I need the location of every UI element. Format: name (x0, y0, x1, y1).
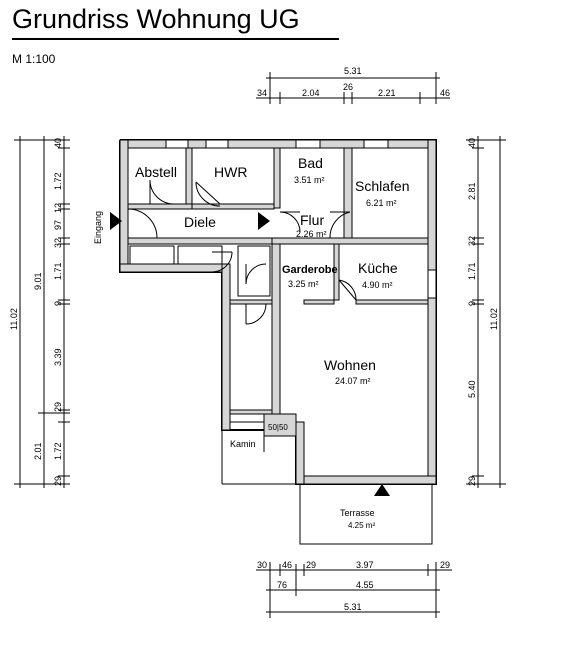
dim-left-sub: 2.01 (33, 442, 43, 460)
dim-left-part: 1.72 (53, 172, 63, 190)
dim-left-total: 11.02 (9, 308, 19, 330)
dim-right-part: 2.81 (467, 182, 477, 200)
dim-left-part: 1.72 (53, 442, 63, 460)
dim-left-part: 12 (53, 203, 63, 213)
room-area-bad: 3.51 m² (294, 175, 325, 185)
dim-bottom-mid: 4.55 (356, 580, 374, 590)
room-name-abstell: Abstell (135, 164, 177, 180)
dim-right-part: 9 (467, 301, 477, 306)
room-name-flur: Flur (300, 212, 324, 228)
dim-right-total: 11.02 (489, 308, 499, 330)
dim-left-part: 29 (53, 402, 63, 412)
title-underline (12, 38, 339, 40)
room-name-schlafen: Schlafen (355, 178, 409, 194)
dim-left-part: 9 (53, 301, 63, 306)
room-area-terrasse: 4.25 m² (348, 521, 375, 530)
dim-left-sub: 9.01 (33, 272, 43, 290)
room-name-kamin: Kamin (230, 439, 256, 449)
dim-top-part: 46 (440, 88, 450, 98)
dim-top-part: 34 (257, 88, 267, 98)
dim-left-part: 1.71 (53, 262, 63, 280)
dim-left-part: 97 (53, 220, 63, 230)
dim-bottom-part: 29 (440, 560, 450, 570)
dimension-lines (14, 72, 506, 618)
dim-left-part: 32 (53, 238, 63, 248)
dim-top-part: 2.04 (302, 88, 320, 98)
dim-bottom-part: 3.97 (356, 560, 374, 570)
dim-left-part: 3.39 (53, 348, 63, 366)
room-area-wohnen: 24.07 m² (335, 376, 371, 386)
room-name-terrasse: Terrasse (340, 508, 375, 518)
flur-arrow (258, 212, 270, 230)
room-name-wohnen: Wohnen (324, 357, 376, 373)
dim-right-part: 5.40 (467, 380, 477, 398)
room-area-garderobe: 3.25 m² (288, 279, 319, 289)
dim-top-part: 2.21 (378, 88, 396, 98)
room-name-bad: Bad (298, 155, 323, 171)
room-name-diele: Diele (184, 214, 216, 230)
dim-bottom-part: 46 (282, 560, 292, 570)
terrace-arrow (374, 484, 390, 496)
room-name-garderobe: Garderobe (282, 264, 338, 276)
dimension-texts: 5.31 34 2.04 26 2.21 46 11.02 9.01 2.01 … (9, 66, 499, 612)
dim-right-part: 40 (467, 138, 477, 148)
dim-left-part: 40 (53, 138, 63, 148)
doors (127, 179, 357, 325)
dim-right-part: 1.71 (467, 262, 477, 280)
dim-bottom-total: 5.31 (344, 602, 362, 612)
windows (165, 139, 437, 299)
room-labels: Abstell HWR Bad 3.51 m² Schlafen 6.21 m²… (93, 155, 409, 530)
entrance-arrow (110, 212, 122, 230)
dim-top-total: 5.31 (344, 66, 362, 76)
room-area-kueche: 4.90 m² (362, 280, 393, 290)
dim-right-part: 29 (467, 476, 477, 486)
dim-right-part: 32 (467, 236, 477, 246)
chimney-label: 50|50 (268, 423, 288, 432)
room-area-schlafen: 6.21 m² (366, 198, 397, 208)
dim-top-part: 26 (343, 82, 353, 92)
room-name-hwr: HWR (214, 164, 247, 180)
dim-bottom-mid: 76 (277, 580, 287, 590)
scale-label: M 1:100 (12, 52, 56, 66)
terrace (299, 483, 433, 545)
dim-bottom-part: 29 (306, 560, 316, 570)
room-area-flur: 2.26 m² (296, 229, 327, 239)
dim-bottom-part: 30 (257, 560, 267, 570)
entrance-label: Eingang (93, 211, 103, 244)
page-title: Grundriss Wohnung UG (12, 4, 300, 34)
wall-fill (119, 139, 437, 485)
dim-left-part: 29 (53, 476, 63, 486)
room-name-kueche: Küche (358, 260, 398, 276)
